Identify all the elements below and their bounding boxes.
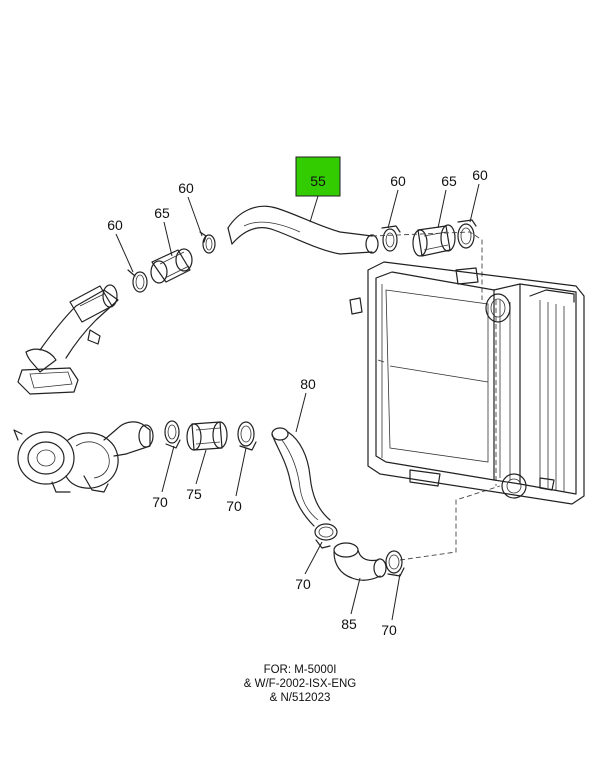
- callout-60-mid-label: 60: [178, 180, 194, 196]
- turbo-outlet-elbow-pipe: [17, 284, 119, 395]
- charge-air-cooler: [349, 261, 585, 505]
- callout-60-mid-leader: [187, 196, 203, 237]
- callout-60-left-label: 60: [107, 217, 123, 233]
- turbocharger: [13, 421, 154, 493]
- coupler-65-right: [412, 224, 456, 257]
- callout-80-leader: [295, 392, 307, 433]
- clamp-70-lower-right: [385, 550, 405, 577]
- callout-55-leader: [309, 195, 319, 223]
- clamp-60-right-a: [381, 225, 401, 252]
- callout-70-b-leader: [235, 447, 247, 497]
- callout-70-d-leader: [391, 573, 401, 621]
- callout-60-top-right-a-leader: [387, 189, 399, 229]
- callout-70-d-label: 70: [381, 622, 397, 638]
- coupler-65-left: [150, 248, 193, 284]
- callout-65-right-leader: [437, 189, 447, 229]
- coupler-75: [186, 421, 228, 451]
- callout-65-left-label: 65: [154, 205, 170, 221]
- callout-70-a-label: 70: [152, 494, 168, 510]
- upper-charge-air-hose: [227, 205, 379, 255]
- callout-60-top-right-b-label: 60: [472, 167, 488, 183]
- callout-60-top-right-b-leader: [469, 183, 480, 223]
- clamp-60-left-upper: [199, 231, 216, 254]
- footer-line-3: & N/512023: [269, 692, 331, 704]
- callout-55-highlight-box[interactable]: [295, 156, 341, 197]
- callout-65-right-label: 65: [441, 173, 457, 189]
- callout-70-c-label: 70: [295, 576, 311, 592]
- footer-line-1: FOR: M-5000I: [263, 664, 337, 676]
- diagram-applicability-note: FOR: M-5000I & W/F-2002-ISX-ENG & N/5120…: [200, 663, 400, 705]
- alignment-line-top: [371, 231, 483, 300]
- alignment-line-bottom: [399, 485, 501, 561]
- callout-70-a-leader: [161, 445, 175, 493]
- callout-80-label: 80: [300, 376, 316, 392]
- footer-line-2: & W/F-2002-ISX-ENG: [243, 678, 357, 690]
- lower-charge-air-hose: [271, 427, 331, 527]
- clamp-70-lower-left: [164, 420, 181, 449]
- callout-70-c-leader: [304, 541, 323, 575]
- clamp-70-lower-center: [314, 523, 338, 549]
- callout-85-label: 85: [341, 616, 357, 632]
- clamp-60-right-b: [457, 219, 477, 249]
- callout-75-leader: [195, 449, 207, 485]
- callout-60-left-leader: [115, 233, 134, 273]
- callout-65-left-leader: [163, 221, 173, 257]
- callout-60-top-right-a-label: 60: [390, 173, 406, 189]
- clamp-70-lower-mid: [237, 421, 257, 451]
- elbow-hose-85: [333, 542, 387, 581]
- clamp-60-left-lower: [127, 269, 148, 293]
- callout-75-label: 75: [186, 486, 202, 502]
- callout-70-b-label: 70: [226, 498, 242, 514]
- callout-55-label: 55: [310, 173, 326, 189]
- callout-85-leader: [350, 577, 361, 615]
